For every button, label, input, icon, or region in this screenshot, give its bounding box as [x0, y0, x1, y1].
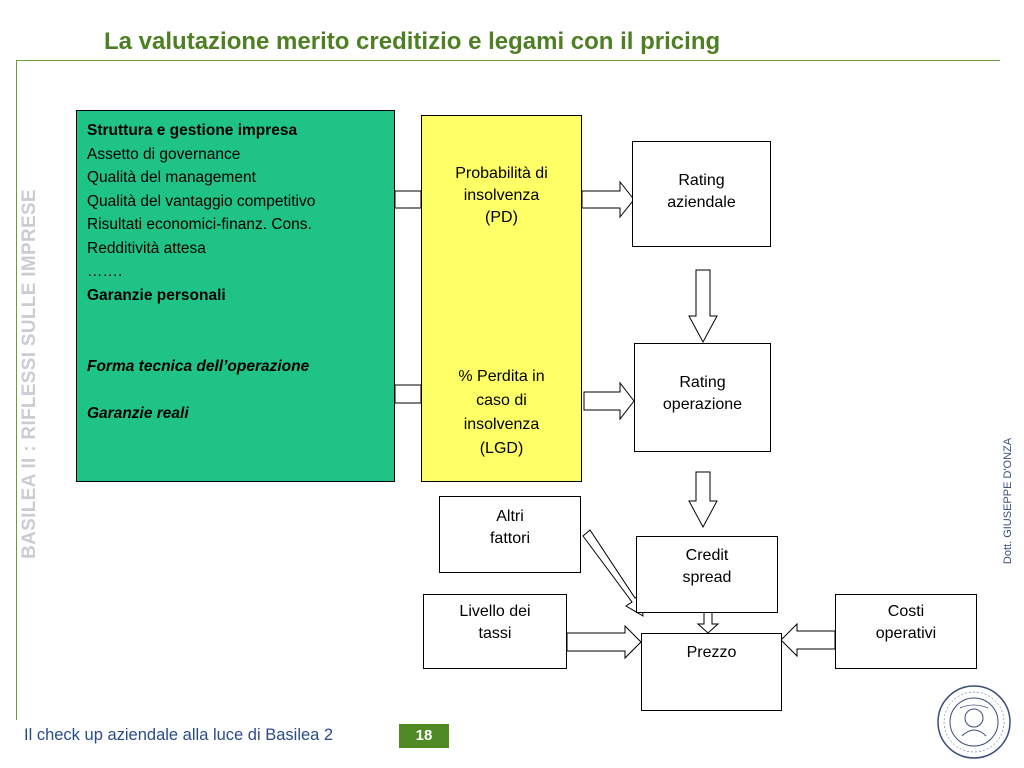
connector-bar-pd: [394, 190, 422, 209]
factor-management: Qualità del management: [87, 169, 256, 186]
factor-garanzie-personali: Garanzie personali: [87, 286, 226, 304]
pd-lgd-box: [421, 115, 582, 482]
factor-redditivita: Redditività attesa: [87, 239, 206, 257]
factor-struttura: Struttura e gestione impresa: [87, 122, 298, 139]
arrow-altri-to-prezzo: [582, 529, 644, 617]
footer-text: Il check up aziendale alla luce di Basil…: [24, 726, 334, 744]
header-divider: [16, 60, 1000, 61]
factor-forma-tecnica: Forma tecnica dell’operazione: [87, 358, 310, 375]
arrow-down-rating-aziendale: [688, 269, 718, 344]
arrow-down-rating-operazione: [688, 471, 718, 529]
page-number-badge: 18: [399, 724, 449, 748]
arrow-costi-to-prezzo: [780, 622, 836, 658]
factor-risultati: Risultati economici-finanz. Cons.: [87, 216, 312, 233]
connector-bar-lgd: [394, 384, 422, 404]
left-divider: [16, 60, 17, 720]
factor-vantaggio: Qualità del vantaggio competitivo: [87, 192, 316, 210]
arrow-down-credit-spread: [696, 611, 720, 634]
prezzo-box: Prezzo: [641, 633, 782, 711]
factor-garanzie-reali: Garanzie reali: [87, 404, 189, 422]
arrow-pd-to-rating-aziendale: [581, 180, 635, 219]
arrow-lgd-to-rating-operazione: [583, 381, 635, 421]
university-seal-icon: [937, 685, 1011, 759]
factor-governance: Assetto di governance: [87, 145, 241, 163]
page-title: La valutazione merito creditizio e legam…: [104, 28, 721, 55]
impresa-factors-box: Struttura e gestione impresa Assetto di …: [76, 110, 395, 482]
arrow-tassi-to-prezzo: [566, 624, 642, 660]
factor-ellipsis: …….: [87, 263, 123, 280]
